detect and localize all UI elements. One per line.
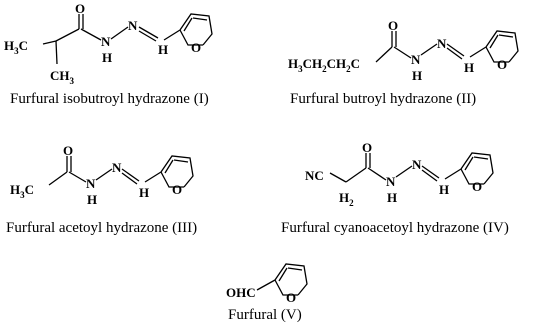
compound-v-ring-o: O <box>286 290 296 305</box>
compound-iv-nh: N <box>386 174 396 189</box>
compound-i-caption: Furfural isobutroyl hydrazone (I) <box>10 91 209 107</box>
compound-i-n: N <box>128 18 138 33</box>
compound-iv-n: N <box>412 157 422 172</box>
compound-iv: NC H2 O N H N H O Furfural cyanoacetoyl … <box>281 140 509 236</box>
compound-iii-ring-o: O <box>172 182 182 197</box>
compound-i: H3C CH3 O N H N H O Furfural isobutroyl … <box>4 1 213 107</box>
compound-i-ring-o: O <box>191 40 201 55</box>
compound-ii-ring-o: O <box>497 57 507 72</box>
compound-ii-caption: Furfural butroyl hydrazone (II) <box>290 91 476 107</box>
compound-ii-nh: N <box>411 52 421 67</box>
compound-iii-caption: Furfural acetoyl hydrazone (III) <box>6 220 197 236</box>
compound-iii: H3C O N H N H O Furfural acetoyl hydrazo… <box>6 143 197 236</box>
compound-iii-nh-h: H <box>87 192 97 207</box>
compound-iv-ch-h: H <box>439 182 449 197</box>
compound-i-nh: N <box>101 34 111 49</box>
compound-iv-bonds <box>329 152 494 185</box>
compound-i-h3c: H3C <box>4 38 28 56</box>
compound-ii-n: N <box>437 36 447 51</box>
compound-v: OHC O Furfural (V) <box>226 263 308 323</box>
compound-iv-nc: NC <box>305 168 324 183</box>
compound-i-ch3: CH3 <box>50 68 75 86</box>
compound-iii-nh: N <box>86 176 96 191</box>
compound-i-carbonyl-o: O <box>75 1 85 16</box>
compound-i-ch-h: H <box>158 42 168 57</box>
compound-ii-bonds <box>375 30 519 63</box>
compound-iii-n: N <box>112 160 122 175</box>
compound-iii-ch-h: H <box>139 185 149 200</box>
compound-v-ohc: OHC <box>226 285 256 300</box>
compound-iii-h3c: H3C <box>10 182 34 200</box>
compound-ii: H3CH2CH2C O N H N H O Furfural butroyl h… <box>288 18 519 107</box>
compound-ii-nh-h: H <box>412 68 422 83</box>
compound-iii-carbonyl-o: O <box>63 143 73 158</box>
compound-iv-carbonyl-o: O <box>362 140 372 155</box>
compound-iv-nh-h: H <box>387 190 397 205</box>
compound-iv-h2: H2 <box>339 190 354 208</box>
compound-ii-carbonyl-o: O <box>388 18 398 33</box>
compound-i-nh-h: H <box>102 50 112 65</box>
compound-ii-chain: H3CH2CH2C <box>288 56 360 74</box>
compound-i-bonds <box>42 13 213 65</box>
compound-v-bonds <box>256 263 308 296</box>
compound-iv-caption: Furfural cyanoacetoyl hydrazone (IV) <box>281 220 509 236</box>
compound-iv-ring-o: O <box>472 179 482 194</box>
compound-iii-bonds <box>48 155 194 188</box>
compound-v-caption: Furfural (V) <box>228 307 302 323</box>
compound-ii-ch-h: H <box>464 60 474 75</box>
